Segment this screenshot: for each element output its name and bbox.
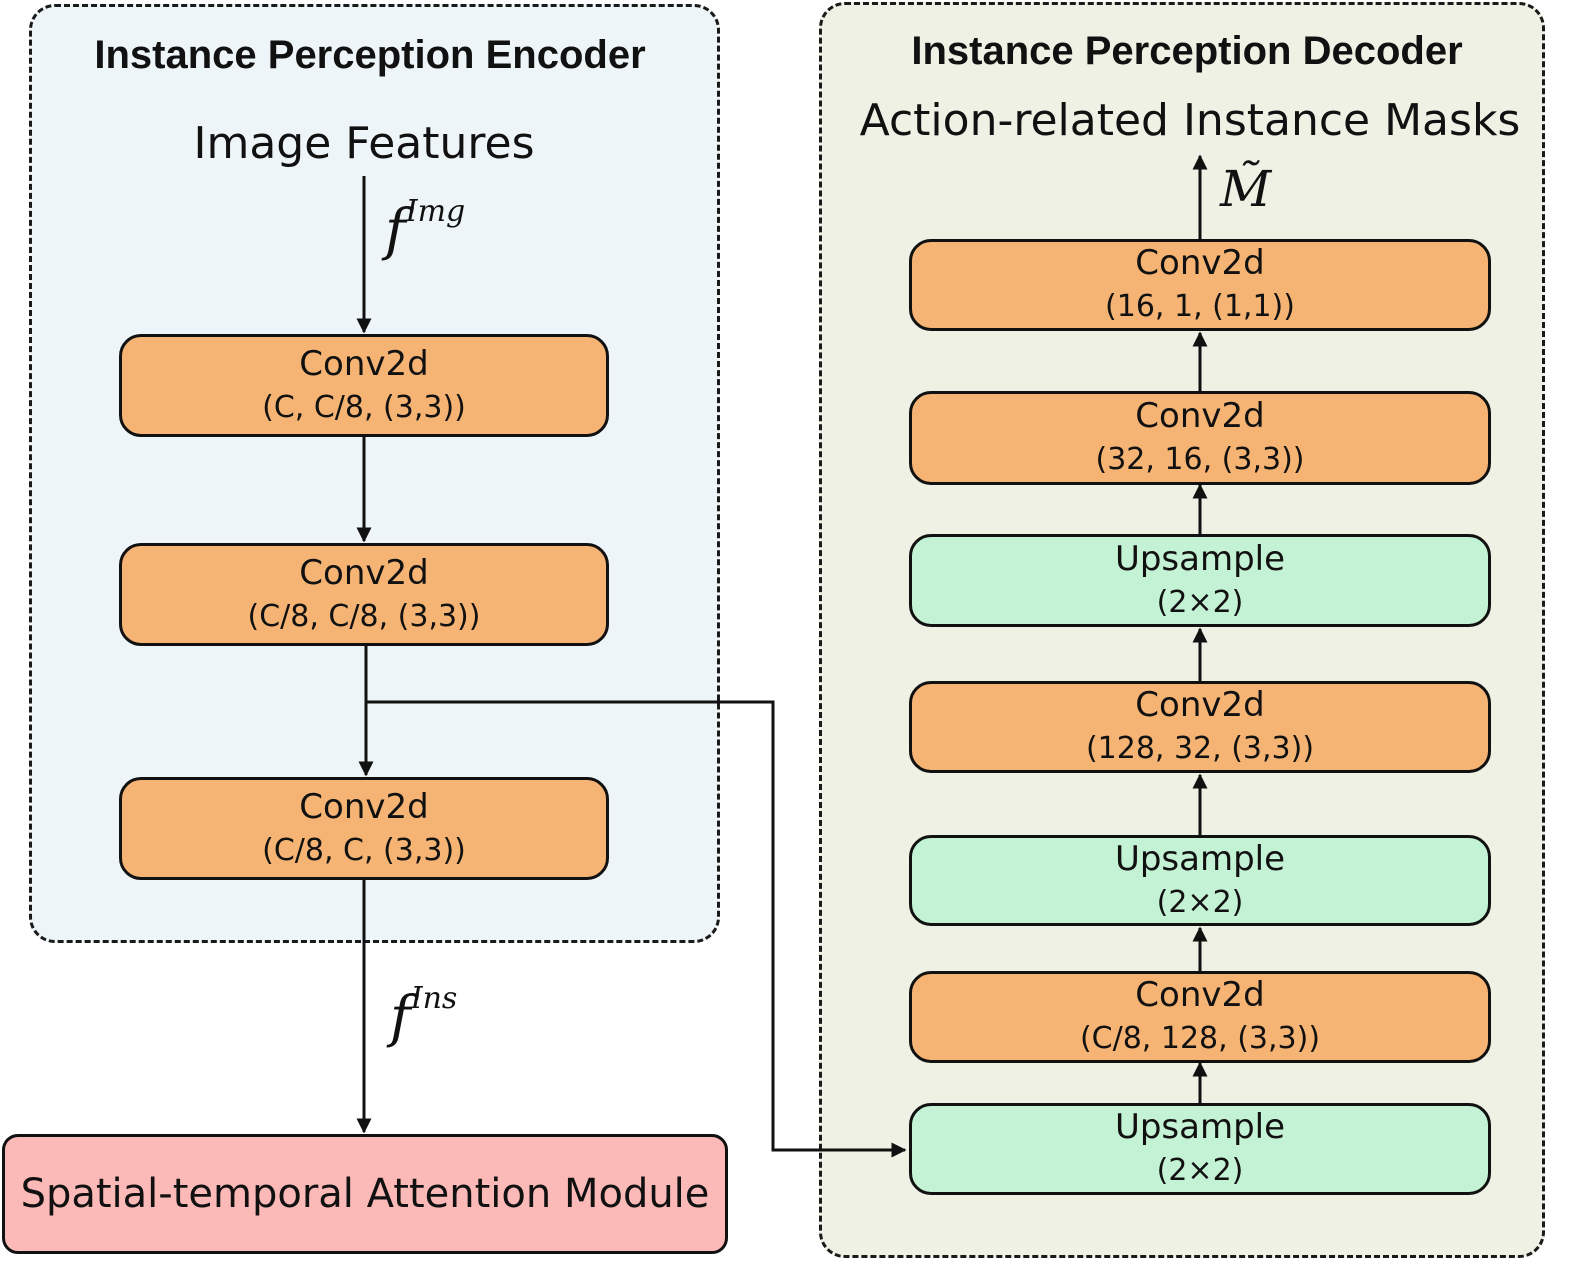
encoder-title: Instance Perception Encoder	[94, 33, 646, 77]
arrow-skip-to-decoder	[366, 700, 907, 1158]
block-params: (C/8, 128, (3,3))	[1079, 1021, 1321, 1056]
block-params: (2×2)	[1156, 1153, 1244, 1188]
block-params: (C/8, C/8, (3,3))	[247, 598, 481, 634]
block-params: (2×2)	[1156, 884, 1244, 920]
f-ins-variable: fIns	[390, 981, 458, 1050]
f-img-variable: fImg	[385, 194, 466, 263]
block-name: Upsample	[1114, 838, 1286, 879]
block-params: (128, 32, (3,3))	[1085, 731, 1315, 766]
block-name: Upsample	[1114, 1107, 1286, 1147]
decoder-conv2d-block-4: Conv2d (C/8, 128, (3,3))	[909, 971, 1491, 1063]
decoder-conv2d-block-3: Conv2d (128, 32, (3,3))	[909, 681, 1491, 773]
decoder-upsample-block-3: Upsample (2×2)	[909, 1103, 1491, 1195]
block-params: (C/8, C, (3,3))	[262, 832, 466, 868]
decoder-conv2d-block-1: Conv2d (16, 1, (1,1))	[909, 239, 1491, 331]
block-params: (16, 1, (1,1))	[1105, 289, 1295, 324]
block-params: (32, 16, (3,3))	[1095, 442, 1305, 477]
decoder-upsample-block-1: Upsample (2×2)	[909, 534, 1491, 627]
decoder-title: Instance Perception Decoder	[911, 29, 1463, 73]
encoder-conv2d-block-1: Conv2d (C, C/8, (3,3))	[119, 334, 609, 437]
image-features-label: Image Features	[193, 118, 535, 169]
decoder-conv2d-block-2: Conv2d (32, 16, (3,3))	[909, 391, 1491, 485]
spatial-temporal-attention-module: Spatial-temporal Attention Module	[2, 1134, 728, 1254]
encoder-conv2d-block-3: Conv2d (C/8, C, (3,3))	[119, 777, 609, 880]
m-tilde-variable: M̃	[1220, 160, 1272, 218]
block-name: Conv2d	[299, 786, 429, 827]
encoder-conv2d-block-2: Conv2d (C/8, C/8, (3,3))	[119, 543, 609, 646]
block-name: Conv2d	[299, 343, 429, 384]
masks-output-label: Action-related Instance Masks	[859, 95, 1521, 146]
block-params: (2×2)	[1156, 584, 1244, 620]
block-name: Conv2d	[1135, 685, 1265, 725]
block-name: Conv2d	[1135, 975, 1265, 1015]
block-params: (C, C/8, (3,3))	[262, 389, 466, 425]
attention-module-label: Spatial-temporal Attention Module	[20, 1171, 710, 1217]
decoder-upsample-block-2: Upsample (2×2)	[909, 835, 1491, 926]
block-name: Upsample	[1114, 538, 1286, 579]
block-name: Conv2d	[1135, 396, 1265, 436]
block-name: Conv2d	[299, 552, 429, 593]
block-name: Conv2d	[1135, 243, 1265, 283]
